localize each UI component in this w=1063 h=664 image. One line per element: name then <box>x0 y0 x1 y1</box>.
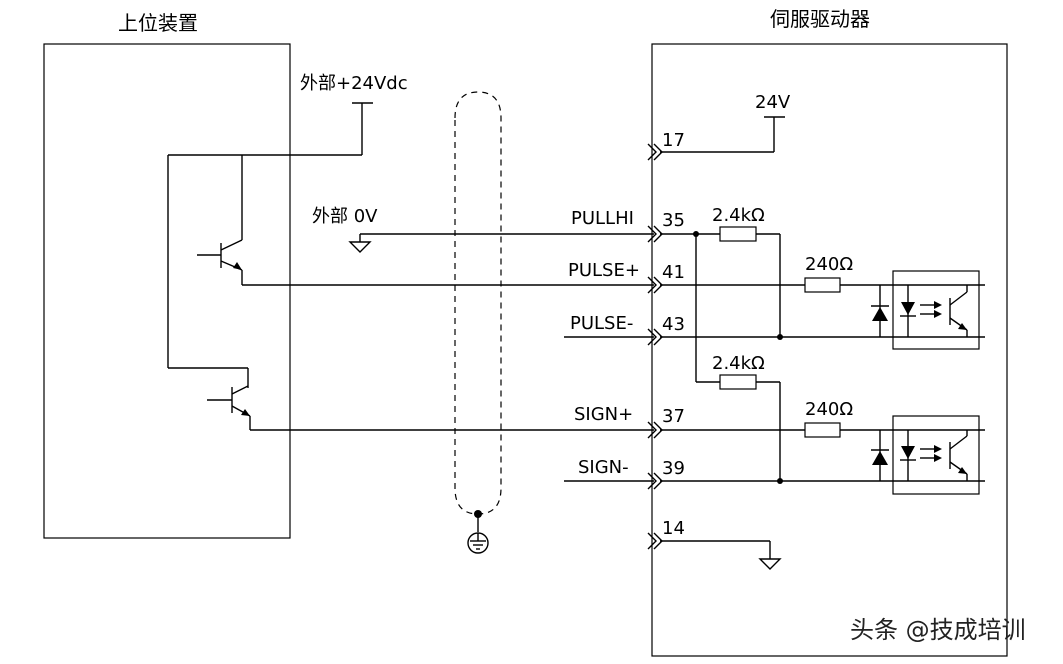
resistor-pulse-label: 240Ω <box>805 254 853 275</box>
cable-shield <box>454 91 502 532</box>
external-24v-terminal <box>352 102 373 155</box>
supply-24v-terminal <box>660 116 785 153</box>
resistor-sign-240 <box>804 422 841 438</box>
signal-pulse-minus: PULSE- <box>570 313 633 334</box>
resistor-upper-label: 2.4kΩ <box>712 205 765 226</box>
connector-chevrons <box>647 143 663 550</box>
sign-transistor <box>207 368 654 431</box>
servo-driver-title: 伺服驱动器 <box>770 7 870 31</box>
host-device-title: 上位装置 <box>118 11 198 35</box>
pin-39: 39 <box>662 458 685 479</box>
pin-35: 35 <box>662 210 685 231</box>
shield-ground-icon <box>467 532 489 554</box>
host-internal-wiring <box>167 154 362 369</box>
pin-43: 43 <box>662 314 685 335</box>
watermark-text: 头条 @技成培训 <box>850 616 1026 644</box>
pin-17: 17 <box>662 130 685 151</box>
resistor-lower-2k4 <box>719 374 757 390</box>
ground-symbol-0v <box>348 233 654 253</box>
driver-internal-wiring <box>660 231 985 484</box>
resistor-pulse-240 <box>804 277 841 293</box>
host-device-box <box>43 43 291 539</box>
pin-41: 41 <box>662 262 685 283</box>
pin14-ground-symbol <box>660 540 782 570</box>
resistor-lower-label: 2.4kΩ <box>712 353 765 374</box>
resistor-upper-2k4 <box>719 226 757 242</box>
resistor-sign-label: 240Ω <box>805 399 853 420</box>
external-24v-label: 外部+24Vdc <box>300 73 408 94</box>
supply-24v-label: 24V <box>755 92 791 113</box>
pin-37: 37 <box>662 406 685 427</box>
pin-14: 14 <box>662 518 685 539</box>
signal-pulse-plus: PULSE+ <box>568 260 640 281</box>
pulse-optocoupler <box>871 270 980 350</box>
signal-sign-minus: SIGN- <box>578 457 629 478</box>
servo-driver-box <box>651 43 1008 657</box>
sign-optocoupler <box>871 415 980 495</box>
signal-sign-plus: SIGN+ <box>574 404 633 425</box>
external-0v-label: 外部 0V <box>312 206 378 227</box>
pulse-transistor <box>197 155 654 286</box>
signal-pullhi: PULLHI <box>571 208 634 229</box>
